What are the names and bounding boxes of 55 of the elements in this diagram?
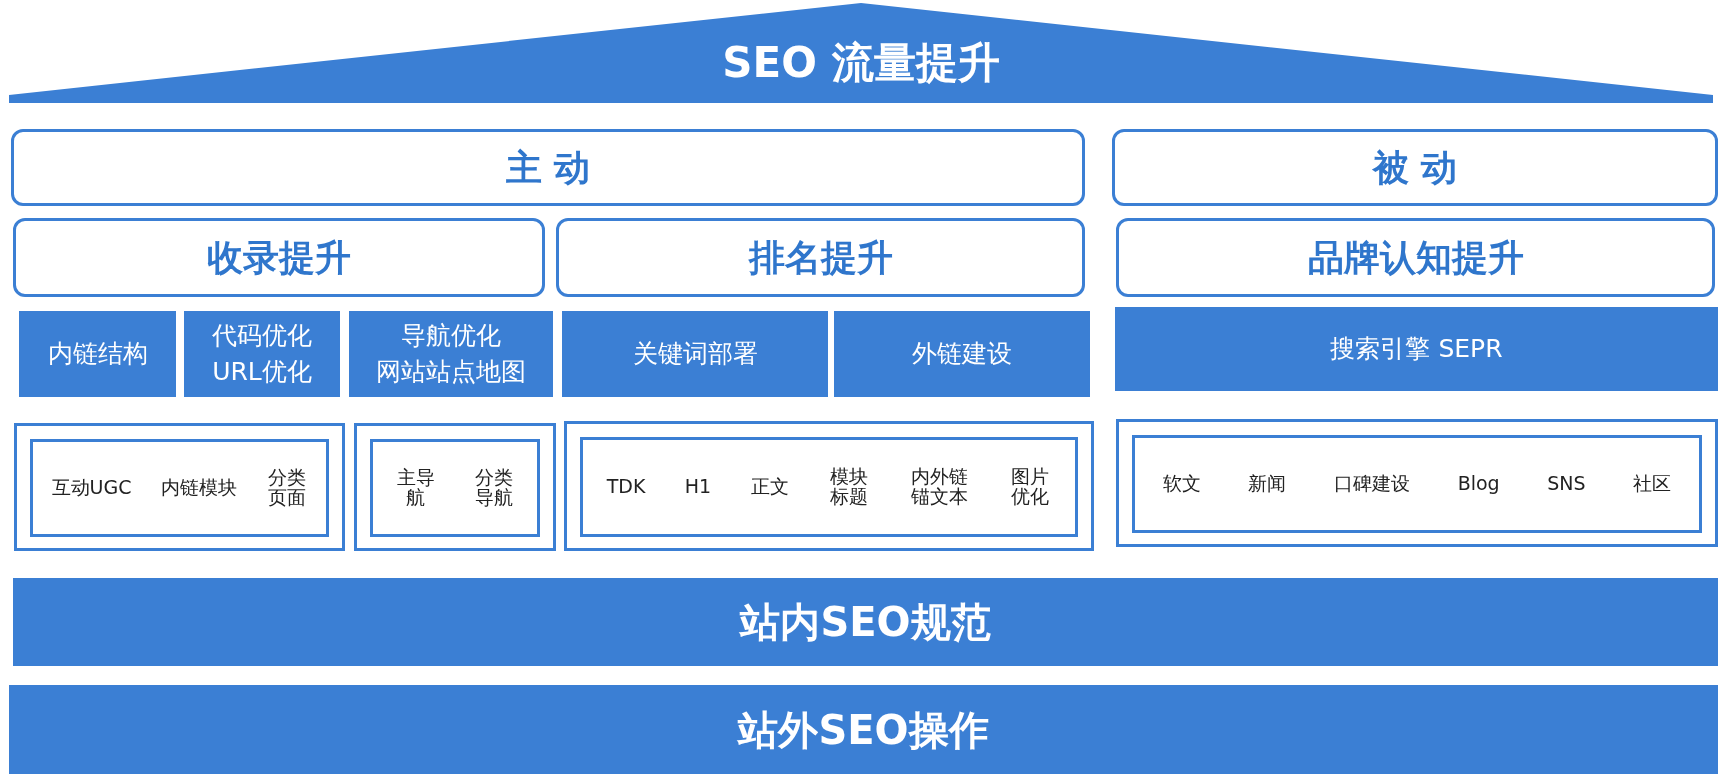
topic-label: 搜索引擎 SEPR [1330, 332, 1503, 365]
topic-label: 代码优化 [212, 319, 312, 352]
foundation-bar [13, 578, 1718, 666]
topic-label: 网站站点地图 [376, 356, 526, 388]
topic-label: 导航优化 [401, 319, 501, 352]
item-label: 内链模块 [160, 478, 237, 498]
item-label: 软文 [1162, 474, 1201, 494]
roof-banner [9, 3, 1713, 103]
header-label: 被 动 [1372, 145, 1458, 190]
group-frame [564, 421, 1094, 551]
group-frame [1116, 419, 1718, 547]
item-label: 分类导航 [474, 468, 514, 508]
item-label: H1 [684, 477, 712, 497]
header-label: 收录提升 [207, 235, 351, 280]
item-box [1132, 435, 1702, 533]
foundation-bar [9, 685, 1718, 774]
item-label: 主导航 [396, 468, 436, 508]
item-label: TDK [606, 477, 646, 497]
roof-title: SEO 流量提升 [722, 36, 1000, 89]
header-box [1112, 129, 1718, 206]
topic-label: 内链结构 [47, 337, 148, 370]
topic-box [349, 311, 553, 397]
bar-label: 站外SEO操作 [738, 705, 989, 755]
bar-label: 站内SEO规范 [740, 598, 991, 647]
item-label: 模块标题 [828, 467, 869, 507]
group-frame [14, 423, 345, 551]
item-label: Blog [1457, 474, 1500, 494]
topic-label: 关键词部署 [632, 337, 758, 370]
item-label: 内外链锚文本 [910, 467, 970, 507]
topic-box [184, 311, 340, 397]
topic-box [562, 311, 828, 397]
item-label: 互动UGC [51, 478, 132, 498]
item-label: 社区 [1633, 474, 1672, 494]
group-frame [354, 423, 556, 551]
item-label: 正文 [750, 477, 789, 497]
topic-box [19, 311, 176, 397]
header-label: 品牌认知提升 [1307, 235, 1524, 280]
item-label: 新闻 [1248, 474, 1287, 494]
header-box [556, 218, 1085, 297]
header-label: 主 动 [505, 145, 591, 190]
header-box [1116, 218, 1715, 297]
topic-label: 外链建设 [912, 337, 1012, 370]
topic-box [1115, 307, 1718, 391]
header-label: 排名提升 [748, 235, 893, 280]
item-label: 图片优化 [1010, 467, 1051, 507]
header-box [13, 218, 545, 297]
item-label: 口碑建设 [1334, 474, 1410, 494]
item-box [580, 437, 1078, 537]
topic-box [834, 311, 1090, 397]
topic-label: URL优化 [212, 356, 312, 388]
item-box [370, 439, 540, 537]
item-label: 分类页面 [266, 468, 307, 508]
header-box [11, 129, 1085, 206]
item-label: SNS [1547, 474, 1586, 494]
item-box [30, 439, 329, 537]
